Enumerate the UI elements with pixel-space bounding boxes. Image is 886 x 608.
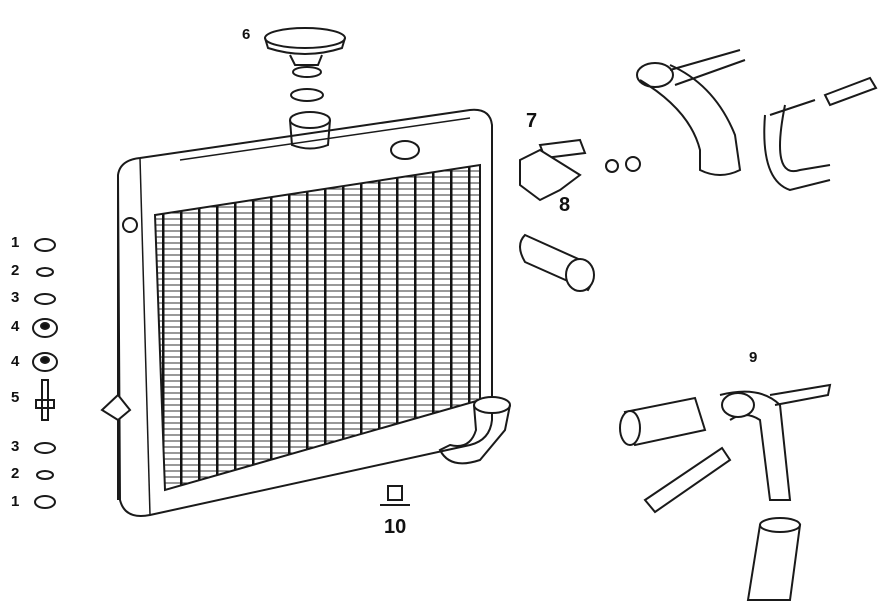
drain-tap-label: 10 xyxy=(384,516,407,538)
radiator-cap xyxy=(264,27,346,102)
part-label: 4 xyxy=(11,353,20,370)
part-label: 3 xyxy=(11,438,20,455)
water-pipe-lower xyxy=(619,383,832,601)
part-label: 4 xyxy=(11,318,20,335)
bracket xyxy=(519,138,641,202)
part-label: 1 xyxy=(11,493,20,510)
lower-hose-group-label: 9 xyxy=(749,349,758,366)
bracket-plate-label: 7 xyxy=(526,110,538,132)
filler-neck xyxy=(289,111,420,160)
part-label: 3 xyxy=(11,289,20,306)
part-label: 2 xyxy=(11,262,20,279)
radiator-core xyxy=(100,108,493,517)
part-label: 5 xyxy=(11,389,20,406)
hose-upper xyxy=(519,233,595,292)
bracket-label: 8 xyxy=(559,194,571,216)
part-label: 1 xyxy=(11,234,20,251)
drain-tap xyxy=(380,485,410,506)
water-pipe-upper xyxy=(636,49,878,192)
cap-label: 6 xyxy=(242,26,251,43)
lower-outlet xyxy=(438,396,511,465)
mounting-hardware xyxy=(32,238,58,509)
part-label: 2 xyxy=(11,465,20,482)
